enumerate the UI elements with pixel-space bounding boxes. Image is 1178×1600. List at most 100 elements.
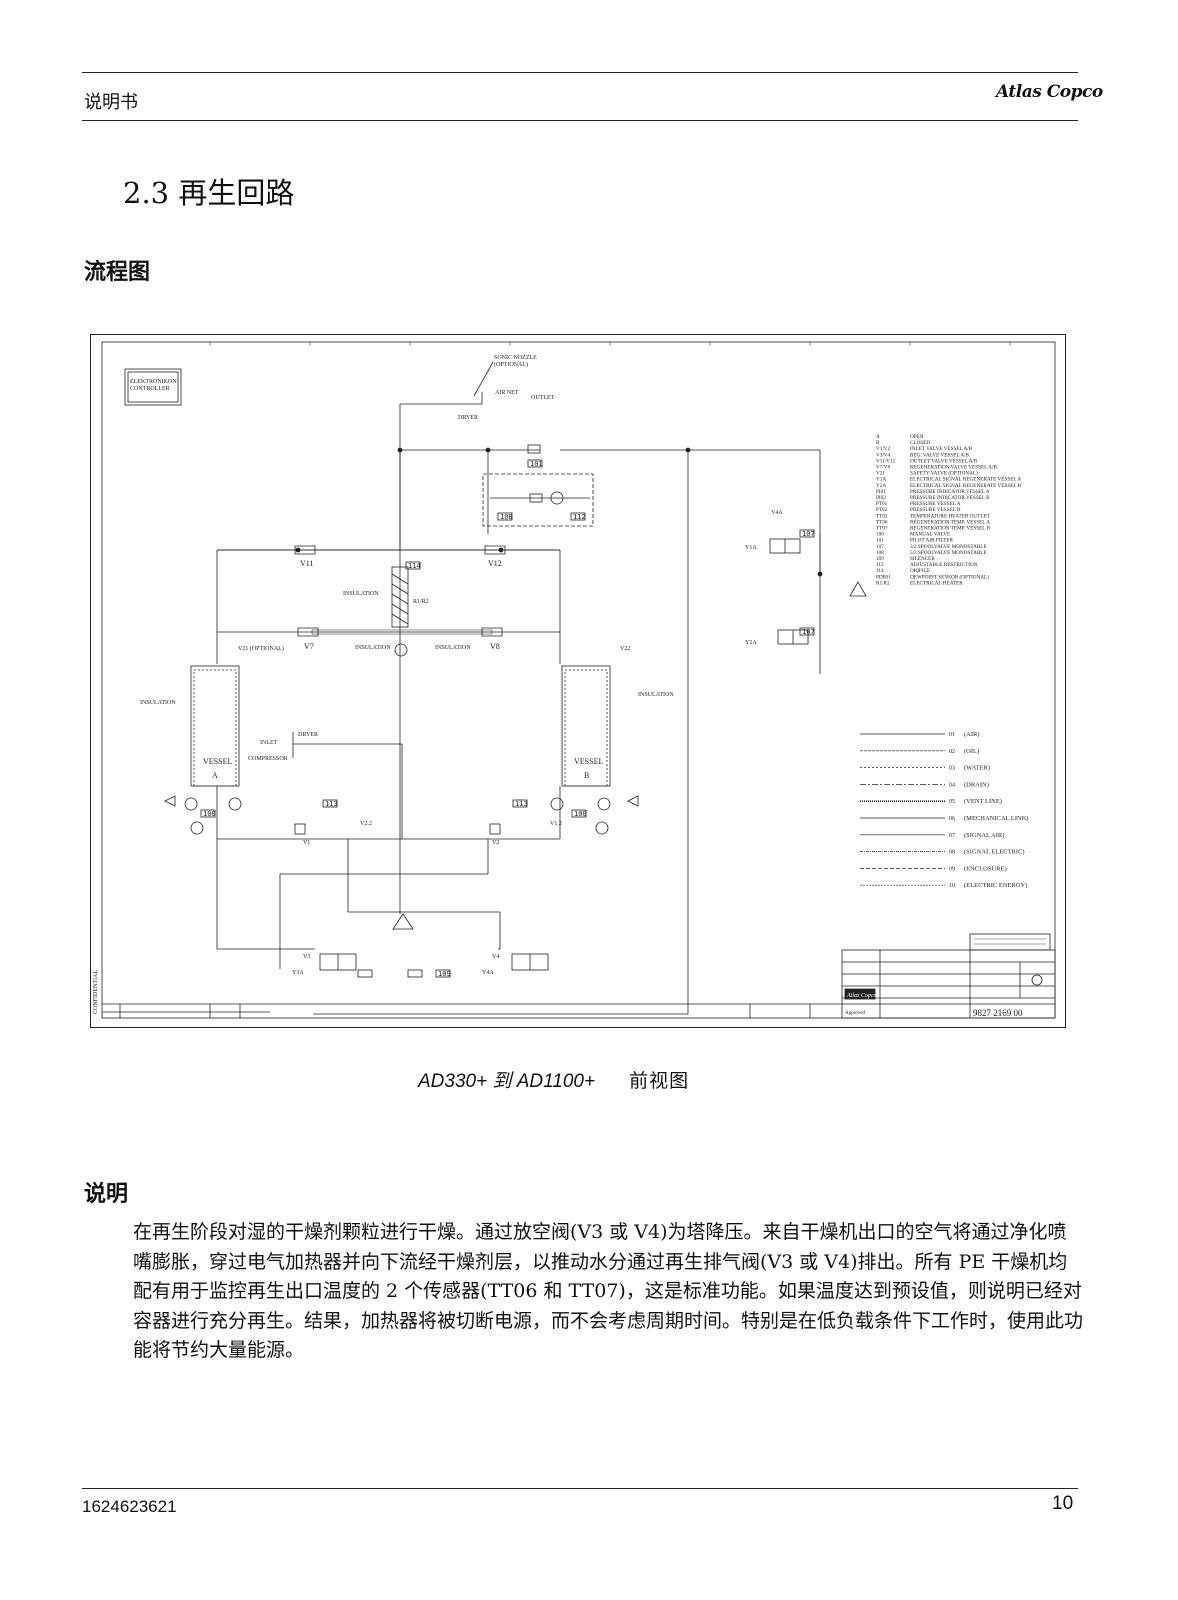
legend-description: SAFETY VALVE (OPTIONAL) <box>910 470 978 477</box>
valve-v7-label: V7 <box>304 642 314 651</box>
valve-v2-2-label: V2.2 <box>360 821 372 827</box>
footer-rule <box>82 1488 1078 1489</box>
legend-code: V11/V12 <box>876 458 896 464</box>
outlet-label: OUTLET <box>531 395 555 401</box>
caption-models: AD330+ 到 AD1100+ <box>418 1071 596 1092</box>
legend-description: PRESSURE VESSEL A <box>910 501 961 507</box>
legend-code: PT01 <box>876 501 888 507</box>
legend-description: PRESSURE INDICATOR VESSEL A <box>910 489 990 495</box>
legend-description: 3/2 SPOOLVALVE MONOSTABLE <box>910 544 987 550</box>
title-block-approved: Approved <box>845 1011 865 1016</box>
legend-description: REGENERATION TEMP. VESSEL A <box>910 519 990 525</box>
y4a-right-label: Y4A <box>771 510 783 516</box>
legend-code: V3/V4 <box>876 452 891 458</box>
sonic-nozzle-optional: (OPTIONAL) <box>494 361 528 368</box>
legend-code: 112 <box>876 562 884 568</box>
legend-description: REGENERATION TEMP. VESSEL B <box>910 526 991 532</box>
legend-code: 101 <box>876 538 884 544</box>
legend-code: 108 <box>876 550 884 556</box>
insulation-optional-right: INSULATION <box>435 645 471 651</box>
code-107-a: 107 <box>802 530 815 538</box>
compressor-label: COMPRESSOR <box>248 756 288 762</box>
valve-v1-2-label: V1.2 <box>550 821 562 827</box>
valve-v22-label: V22 <box>620 646 630 652</box>
section-title: 2.3 再生回路 <box>123 176 295 210</box>
flowchart-heading: 流程图 <box>84 260 151 285</box>
line-type-label: (MECHANICAL LINK) <box>964 815 1029 822</box>
line-type-label: (SIGNAL ELECTRIC) <box>964 849 1025 856</box>
legend-code: 114 <box>876 568 884 574</box>
legend-description: PRESSURE VESSEL B <box>910 507 961 513</box>
legend-description: OPEN <box>910 434 924 440</box>
legend-code: A <box>876 434 880 440</box>
code-112: 112 <box>573 513 586 521</box>
legend-code: TT07 <box>876 526 888 532</box>
code-107-b: 107 <box>802 628 815 636</box>
footer-doc-number: 1624623621 <box>82 1497 177 1516</box>
legend-code: V7/V8 <box>876 465 891 471</box>
dryer-label-inlet: DRYER <box>298 732 318 738</box>
code-114: 114 <box>408 562 421 570</box>
body-paragraph-text: 在再生阶段对湿的干燥剂颗粒进行干燥。通过放空阀(V3 或 V4)为塔降压。来自干… <box>133 1221 1084 1361</box>
confidential-label: CONFIDENTIAL <box>93 970 99 1014</box>
controller-label-1: ELEKTRONIKON <box>130 379 177 385</box>
vessel-b-letter: B <box>584 771 589 780</box>
legend-description: DEWPOINT SENSOR (OPTIONAL) <box>910 573 989 580</box>
legend-code: PI01 <box>876 489 886 495</box>
legend-description: INLET VALVE VESSEL A/B <box>910 446 973 452</box>
title-block-drawing-number: 9827 2169 00 <box>973 1008 1023 1018</box>
legend-code: PI02 <box>876 495 886 501</box>
line-type-label: (AIR) <box>964 731 980 738</box>
legend-code: Y1A <box>876 477 886 483</box>
insulation-optional-vessel-b: INSULATION <box>638 692 674 698</box>
title-block-logo: Atlas Copco <box>846 993 877 999</box>
diagram-caption: AD330+ 到 AD1100+ 前视图 <box>418 1066 689 1093</box>
legend-description: 5/2 SPOOLVALVE MONOSTABLE <box>910 550 987 556</box>
vessel-b-label: VESSEL <box>574 757 603 766</box>
legend-description: ELECTRICAL SIGNAL REGENERATE VESSEL B <box>910 483 1022 489</box>
y3a-label: Y3A <box>292 970 304 976</box>
legend-code: 107 <box>876 544 884 550</box>
valve-v8-label: V8 <box>490 642 500 651</box>
legend-code: R1/R2 <box>876 580 890 586</box>
header-top-rule <box>82 72 1078 73</box>
legend-code: V1/V2 <box>876 446 891 452</box>
legend-description: MANUAL VALVE <box>910 532 950 538</box>
insulation-label: INSULATION <box>343 591 379 597</box>
caption-view: 前视图 <box>629 1070 690 1092</box>
body-paragraph: 在再生阶段对湿的干燥剂颗粒进行干燥。通过放空阀(V3 或 V4)为塔降压。来自干… <box>133 1218 1083 1366</box>
code-108: 108 <box>500 513 513 521</box>
line-type-label: (SIGNAL AIR) <box>964 832 1004 839</box>
legend-description: CLOSED <box>910 440 930 446</box>
air-net-label: AIR NET <box>495 390 519 396</box>
line-type-number: 01 <box>949 732 955 738</box>
legend-description: SILENCER <box>910 556 935 562</box>
legend-description: REG. VALVE VESSEL A/B <box>910 452 970 458</box>
code-109: 109 <box>438 970 451 978</box>
legend-code: 109 <box>876 556 884 562</box>
legend-code: PDP01 <box>876 574 891 580</box>
legend-code: TT02 <box>876 513 888 519</box>
valve-v2-label: V2 <box>492 840 499 846</box>
valve-v1-label: V1 <box>303 840 310 846</box>
heater-label: R1/R2 <box>413 599 429 605</box>
insulation-optional-vessel-a: INSULATION <box>140 700 176 706</box>
legend-description: OUTLET VALVE VESSEL A/B <box>910 458 978 464</box>
controller-label-2: CONTROLLER <box>130 386 170 392</box>
legend-description: PRESSURE INDICATOR VESSEL B <box>910 495 990 501</box>
sonic-nozzle-label: SONIC NOZZLE <box>494 355 537 361</box>
line-type-number: 06 <box>949 816 955 822</box>
line-type-number: 04 <box>949 782 955 788</box>
legend-description: ELECTRICAL SIGNAL REGENERATE VESSEL A <box>910 477 1021 483</box>
insulation-optional-left: INSULATION <box>355 645 391 651</box>
line-type-number: 05 <box>949 799 955 805</box>
vessel-a-letter: A <box>212 771 218 780</box>
notes-heading: 说明 <box>84 1182 129 1207</box>
valve-v21-label: V21 (OPTIONAL) <box>238 645 284 652</box>
line-type-number: 03 <box>949 766 955 772</box>
y2a-label: Y2A <box>745 640 757 646</box>
legend-description: REGENERATION VALVE VESSEL A/B <box>910 465 997 471</box>
line-type-label: (WATER) <box>964 765 990 772</box>
code-113-b: 113 <box>515 800 528 808</box>
valve-v4-label: V4 <box>492 954 499 960</box>
